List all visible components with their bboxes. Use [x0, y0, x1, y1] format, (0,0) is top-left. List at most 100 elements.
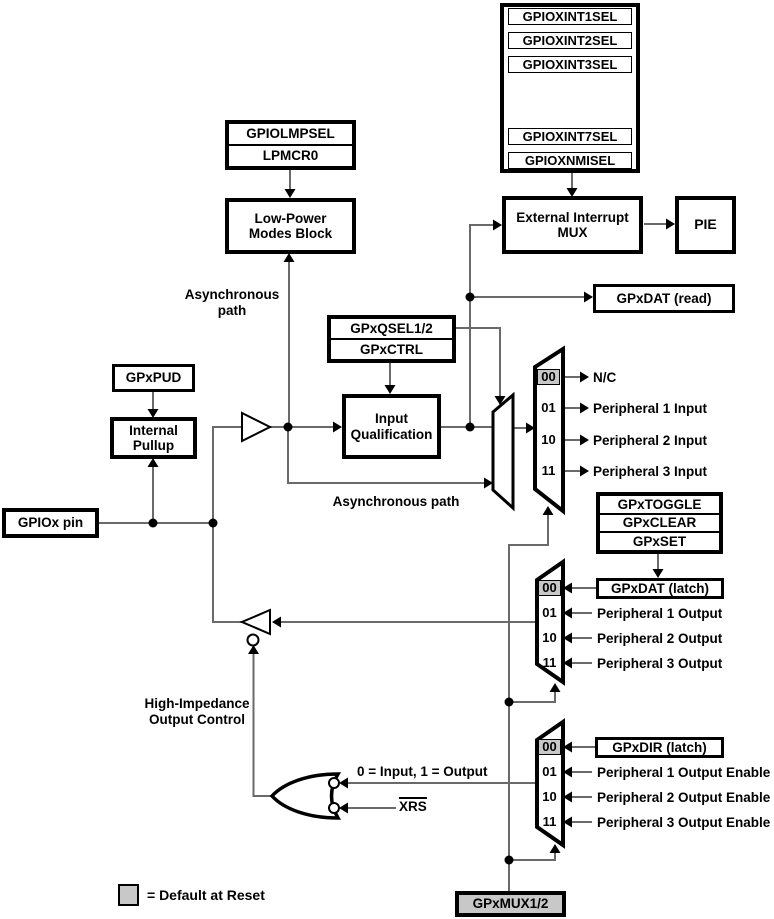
- wire: [455, 327, 501, 398]
- output-buffer-triangle: [239, 608, 271, 636]
- arrowhead: [484, 477, 493, 489]
- external-interrupt-mux-label: External Interrupt MUX: [516, 209, 629, 240]
- legend-label: = Default at Reset: [147, 887, 265, 903]
- or-gate-input-bubble: [328, 777, 340, 789]
- output-mux-sel-01: 01: [542, 605, 557, 620]
- register-gpxtoggle: GPxTOGGLE: [617, 496, 702, 512]
- arrowhead: [549, 683, 561, 692]
- arrowhead: [339, 777, 348, 789]
- oe-mux-sel-10: 10: [542, 789, 557, 804]
- data-write-registers: GPxTOGGLE GPxCLEAR GPxSET: [596, 492, 723, 554]
- arrowhead: [493, 219, 502, 231]
- arrowhead: [549, 844, 561, 853]
- internal-pullup-block: Internal Pullup: [110, 417, 197, 459]
- register-gpioxint1sel: GPIOXINT1SEL: [508, 8, 632, 25]
- high-z-wire: [252, 653, 272, 797]
- wire: [509, 689, 556, 703]
- arrowhead: [284, 189, 296, 198]
- arrowhead: [580, 402, 589, 414]
- wire: [509, 850, 556, 861]
- output-mux-sel-10: 10: [542, 630, 557, 645]
- gpxpud-register: GPxPUD: [112, 364, 195, 392]
- register-gpxset: GPxSET: [600, 531, 719, 550]
- oe-mux-sel-00: 00: [538, 739, 561, 755]
- register-gpioxint7sel: GPIOXINT7SEL: [508, 128, 632, 145]
- register-gpioxint2sel: GPIOXINT2SEL: [508, 32, 632, 49]
- low-power-modes-block: Low-Power Modes Block: [225, 198, 356, 254]
- register-gpioxint3sel: GPIOXINT3SEL: [508, 56, 632, 73]
- arrowhead: [666, 218, 675, 230]
- peripheral-1-oe-label: Peripheral 1 Output Enable: [597, 765, 771, 780]
- input-qualification-block: Input Qualification: [342, 394, 441, 459]
- low-power-modes-label: Low-Power Modes Block: [248, 210, 333, 241]
- mux-select-wire: [508, 512, 549, 891]
- gpiox-pin-block: GPIOx pin: [2, 508, 99, 538]
- high-impedance-label: High-Impedance Output Control: [144, 696, 250, 727]
- junction-dot: [465, 422, 475, 432]
- peripheral-2-input-label: Peripheral 2 Input: [593, 433, 708, 448]
- peripheral-3-output-label: Peripheral 3 Output: [597, 656, 723, 671]
- peripheral-3-input-label: Peripheral 3 Input: [593, 464, 708, 479]
- pie-block: PIE: [675, 196, 736, 254]
- arrowhead: [494, 396, 506, 405]
- xrs-label: XRS: [399, 797, 427, 815]
- peripheral-1-output-label: Peripheral 1 Output: [597, 606, 723, 621]
- arrowhead: [339, 802, 348, 814]
- wire: [287, 427, 486, 484]
- output-enable-bubble: [246, 633, 260, 647]
- gpxdat-read-register: GPxDAT (read): [593, 284, 735, 313]
- arrowhead: [526, 422, 535, 434]
- arrowhead: [563, 766, 572, 778]
- async-path-upper-label: Asynchronous path: [184, 287, 280, 318]
- external-interrupt-mux-block: External Interrupt MUX: [502, 196, 643, 254]
- arrowhead: [580, 465, 589, 477]
- junction-dot: [283, 422, 293, 432]
- oe-mux-sel-11: 11: [542, 814, 557, 829]
- peripheral-2-output-label: Peripheral 2 Output: [597, 631, 723, 646]
- arrowhead: [147, 458, 159, 467]
- arrowhead: [147, 409, 159, 418]
- arrowhead: [542, 506, 554, 515]
- register-gpxclear: GPxCLEAR: [600, 512, 719, 532]
- arrowhead: [584, 291, 593, 303]
- low-power-registers: GPIOLMPSEL LPMCR0: [225, 120, 356, 170]
- arrowhead: [580, 371, 589, 383]
- peripheral-2-oe-label: Peripheral 2 Output Enable: [597, 790, 771, 805]
- junction-dot: [148, 518, 158, 528]
- internal-pullup-label: Internal Pullup: [129, 422, 178, 453]
- input-mux-shape: [533, 345, 565, 516]
- or-gate-input-bubble: [328, 802, 340, 814]
- gpxdir-latch-register: GPxDIR (latch): [595, 737, 724, 758]
- input-qualification-label: Input Qualification: [350, 411, 433, 442]
- wire: [212, 426, 242, 523]
- oe-mux-sel-01: 01: [542, 764, 557, 779]
- arrowhead: [563, 657, 572, 669]
- io-direction-label: 0 = Input, 1 = Output: [357, 764, 488, 779]
- register-gpxqsel: GPxQSEL1/2: [350, 320, 433, 336]
- junction-dot: [208, 518, 218, 528]
- or-gate: [269, 772, 342, 820]
- input-buffer-triangle: [241, 411, 273, 443]
- input-mux-sel-00: 00: [537, 369, 560, 385]
- arrowhead: [563, 582, 572, 594]
- gpxdat-latch-register: GPxDAT (latch): [596, 578, 724, 599]
- arrowhead: [248, 645, 259, 654]
- arrowhead: [563, 632, 572, 644]
- xint-select-stack: [500, 3, 640, 173]
- output-mux-sel-11: 11: [542, 655, 557, 670]
- arrowhead: [652, 569, 664, 578]
- sync-async-mux-shape: [491, 391, 515, 512]
- arrowhead: [563, 607, 572, 619]
- input-mux-sel-10: 10: [541, 432, 556, 447]
- arrowhead: [563, 791, 572, 803]
- legend-gray-swatch: [118, 884, 139, 906]
- output-mux-sel-00: 00: [538, 580, 561, 596]
- async-path-lower-label: Asynchronous path: [332, 494, 460, 509]
- input-mux-sel-01: 01: [541, 400, 556, 415]
- register-gpiolmpsel: GPIOLMPSEL: [246, 126, 335, 142]
- arrowhead: [333, 421, 342, 433]
- arrowhead: [272, 616, 281, 628]
- register-lpmcr0: LPMCR0: [229, 144, 352, 166]
- arrowhead: [566, 188, 578, 197]
